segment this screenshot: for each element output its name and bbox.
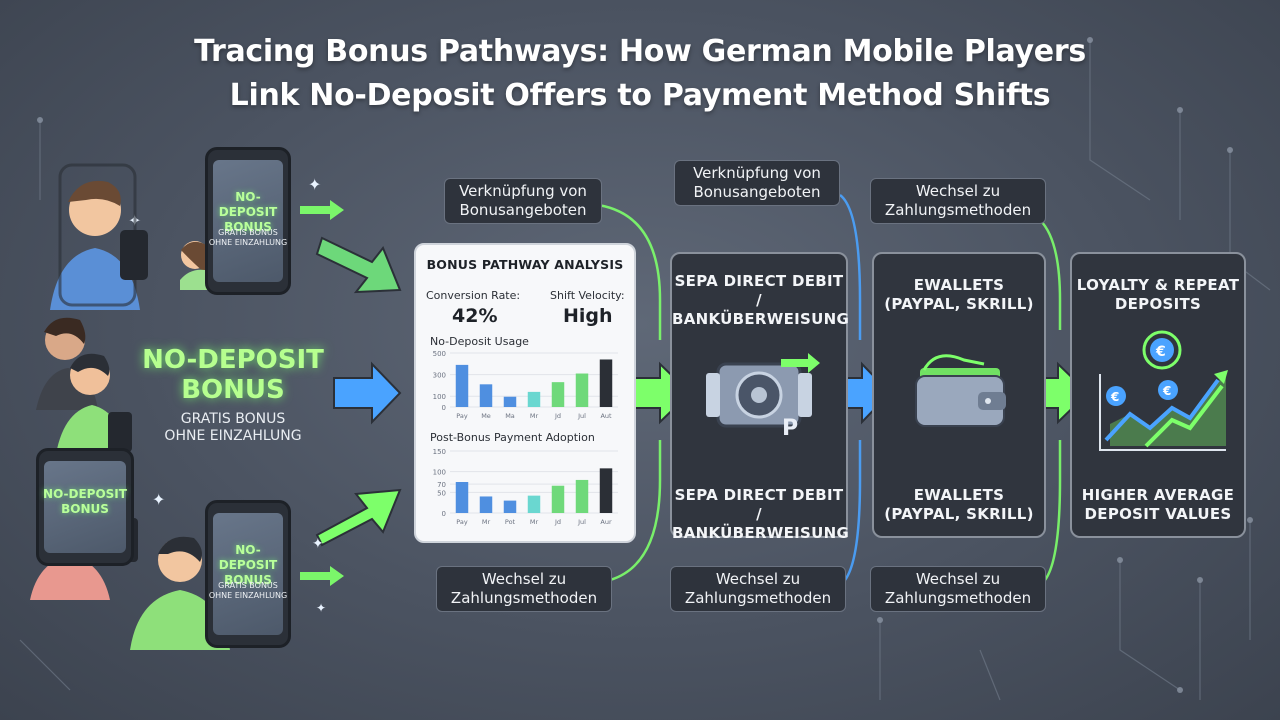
usage-bar [503, 396, 517, 407]
panel-sepa: SEPA DIRECT DEBIT / BANKÜBERWEISUNG P SE… [670, 252, 850, 542]
panel-ewallets: EWALLETS (PAYPAL, SKRILL) EWALLETS (PAYP… [872, 252, 1046, 538]
usage-ytick-label: 0 [442, 404, 446, 412]
usage-bar [599, 359, 613, 407]
usage-bar [527, 391, 541, 407]
svg-text:✦: ✦ [316, 601, 326, 615]
adoption-bar [503, 500, 517, 513]
center-bonus-sub: GRATIS BONUS OHNE EINZAHLUNG [164, 411, 302, 444]
chart1-title: No-Deposit Usage [430, 335, 529, 348]
adoption-ytick-label: 50 [437, 489, 446, 497]
bonus-pathway-analysis-card: BONUS PATHWAY ANALYSIS Conversion Rate: … [414, 243, 636, 543]
phone-middle-title: NO-DEPOSIT BONUS [43, 487, 127, 516]
phone-bottom-title: NO-DEPOSIT BONUS [218, 543, 278, 587]
page-title: Tracing Bonus Pathways: How German Mobil… [0, 30, 1280, 118]
adoption-ytick-label: 150 [433, 448, 446, 456]
conversion-rate-value: 42% [452, 305, 498, 327]
svg-text:€: € [1162, 384, 1171, 398]
panel-sepa-top-label: SEPA DIRECT DEBIT / BANKÜBERWEISUNG [672, 272, 850, 328]
adoption-xtick-label: Jul [577, 518, 586, 526]
svg-text:P: P [782, 416, 798, 439]
analysis-title: BONUS PATHWAY ANALYSIS [426, 257, 624, 272]
adoption-ytick-label: 70 [437, 481, 446, 489]
adoption-xtick-label: Mr [530, 518, 539, 526]
center-bonus-block: NO-DEPOSIT BONUS GRATIS BONUS OHNE EINZA… [128, 345, 338, 445]
wallet-icon [915, 354, 1006, 427]
adoption-bar [551, 485, 565, 513]
panel-sepa-bottom-label: SEPA DIRECT DEBIT / BANKÜBERWEISUNG [672, 486, 850, 542]
adoption-bar [479, 496, 493, 513]
tag-bottom-3: Wechsel zu Zahlungsmethoden [870, 566, 1046, 612]
adoption-bar [599, 468, 613, 513]
phone-middle: NO-DEPOSIT BONUS [36, 448, 134, 566]
usage-xtick-label: Jul [577, 412, 586, 420]
growth-chart-icon: € € € [1099, 330, 1228, 451]
chart2-title: Post-Bonus Payment Adoption [430, 431, 595, 444]
tag-bottom-1: Wechsel zu Zahlungsmethoden [436, 566, 612, 612]
usage-bar [575, 373, 589, 407]
panel-ewallet-bottom-label: EWALLETS (PAYPAL, SKRILL) [884, 486, 1034, 523]
adoption-ytick-label: 100 [433, 469, 446, 477]
phone-top-sub: GRATIS BONUS OHNE EINZAHLUNG [208, 228, 288, 247]
usage-bar [551, 382, 565, 407]
arrow-bottom-to-analysis [315, 488, 402, 547]
phone-bottom-sub: GRATIS BONUS OHNE EINZAHLUNG [208, 581, 288, 600]
arrow-mid-to-analysis [333, 361, 402, 425]
title-line-1: Tracing Bonus Pathways: How German Mobil… [194, 34, 1086, 69]
svg-text:✦: ✦ [308, 175, 321, 194]
shift-velocity-label: Shift Velocity: [550, 289, 625, 302]
adoption-xtick-label: Pay [456, 518, 468, 526]
phone-top-title: NO-DEPOSIT BONUS [218, 190, 278, 234]
usage-xtick-label: Jd [554, 412, 561, 420]
shift-velocity-value: High [563, 305, 613, 327]
svg-text:€: € [1155, 344, 1166, 360]
svg-text:✦: ✦ [312, 536, 324, 552]
usage-xtick-label: Pay [456, 412, 468, 420]
adoption-xtick-label: Mr [482, 518, 491, 526]
usage-xtick-label: Me [481, 412, 491, 420]
usage-ytick-label: 500 [433, 350, 446, 358]
conversion-rate-label: Conversion Rate: [426, 289, 521, 302]
adoption-ytick-label: 0 [442, 510, 446, 518]
svg-text:€: € [1110, 390, 1119, 404]
adoption-xtick-label: Jd [554, 518, 561, 526]
adoption-bar [575, 479, 589, 513]
usage-xtick-label: Mr [530, 412, 539, 420]
adoption-bar [527, 495, 541, 513]
arrow-top-to-analysis [315, 236, 402, 294]
adoption-xtick-label: Aur [600, 518, 612, 526]
bank-vault-icon: P [706, 353, 820, 439]
panel-loyalty-bottom-label: HIGHER AVERAGE DEPOSIT VALUES [1081, 486, 1235, 523]
panel-ewallet-top-label: EWALLETS (PAYPAL, SKRILL) [884, 276, 1034, 313]
adoption-xtick-label: Pot [505, 518, 516, 526]
tag-top-2: Verknüpfung von Bonusangeboten [674, 160, 840, 206]
panel-loyalty-top-label: LOYALTY & REPEAT DEPOSITS [1076, 276, 1240, 313]
center-bonus-title: NO-DEPOSIT BONUS [142, 345, 324, 405]
usage-xtick-label: Ma [505, 412, 515, 420]
usage-xtick-label: Aut [600, 412, 612, 420]
panel-loyalty: LOYALTY & REPEAT DEPOSITS € € € HIGHER A… [1070, 252, 1246, 538]
usage-bar [479, 384, 493, 407]
phone-bottom: NO-DEPOSIT BONUS GRATIS BONUS OHNE EINZA… [205, 500, 291, 648]
tag-top-3: Wechsel zu Zahlungsmethoden [870, 178, 1046, 224]
tag-top-1: Verknüpfung von Bonusangeboten [444, 178, 602, 224]
phone-top: NO-DEPOSIT BONUS GRATIS BONUS OHNE EINZA… [205, 147, 291, 295]
tag-bottom-2: Wechsel zu Zahlungsmethoden [670, 566, 846, 612]
usage-ytick-label: 300 [433, 372, 446, 380]
title-line-2: Link No-Deposit Offers to Payment Method… [229, 78, 1051, 113]
usage-ytick-label: 100 [433, 393, 446, 401]
adoption-bar [455, 482, 469, 513]
svg-text:✦: ✦ [152, 490, 165, 509]
usage-bar [455, 364, 469, 407]
